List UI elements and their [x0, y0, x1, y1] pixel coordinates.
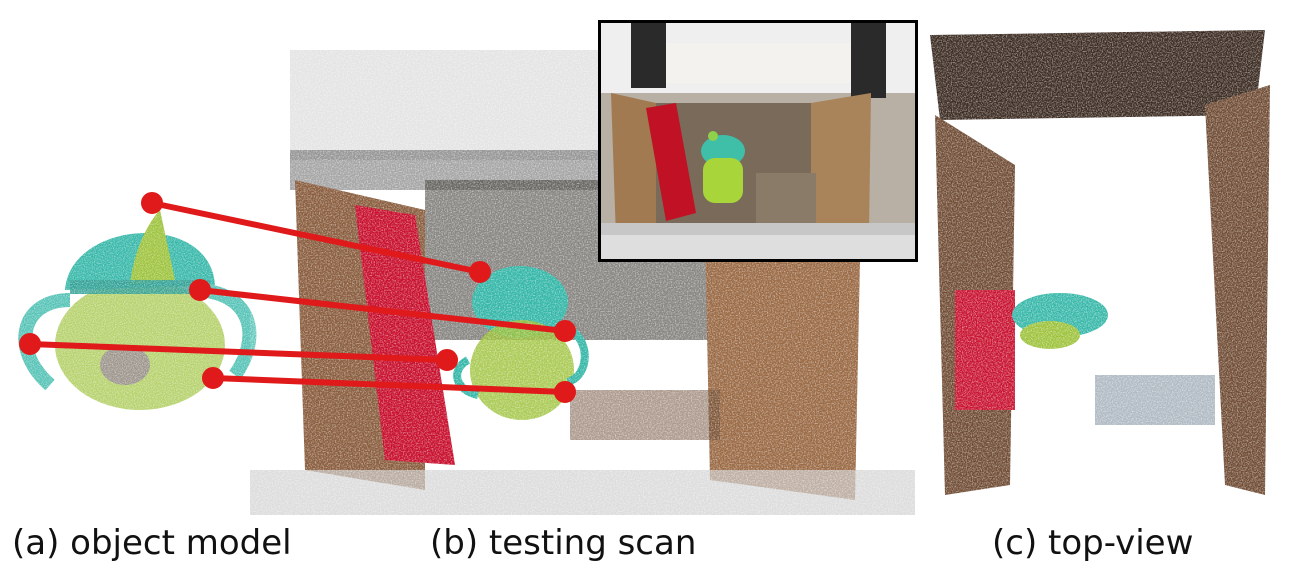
inset-photo: [598, 20, 918, 262]
object-model-pointcloud: [10, 180, 270, 420]
top-view-pointcloud: [925, 25, 1275, 520]
caption-object-model: (a) object model: [12, 523, 292, 563]
caption-top-view: (c) top-view: [992, 523, 1194, 563]
caption-testing-scan: (b) testing scan: [430, 523, 697, 563]
